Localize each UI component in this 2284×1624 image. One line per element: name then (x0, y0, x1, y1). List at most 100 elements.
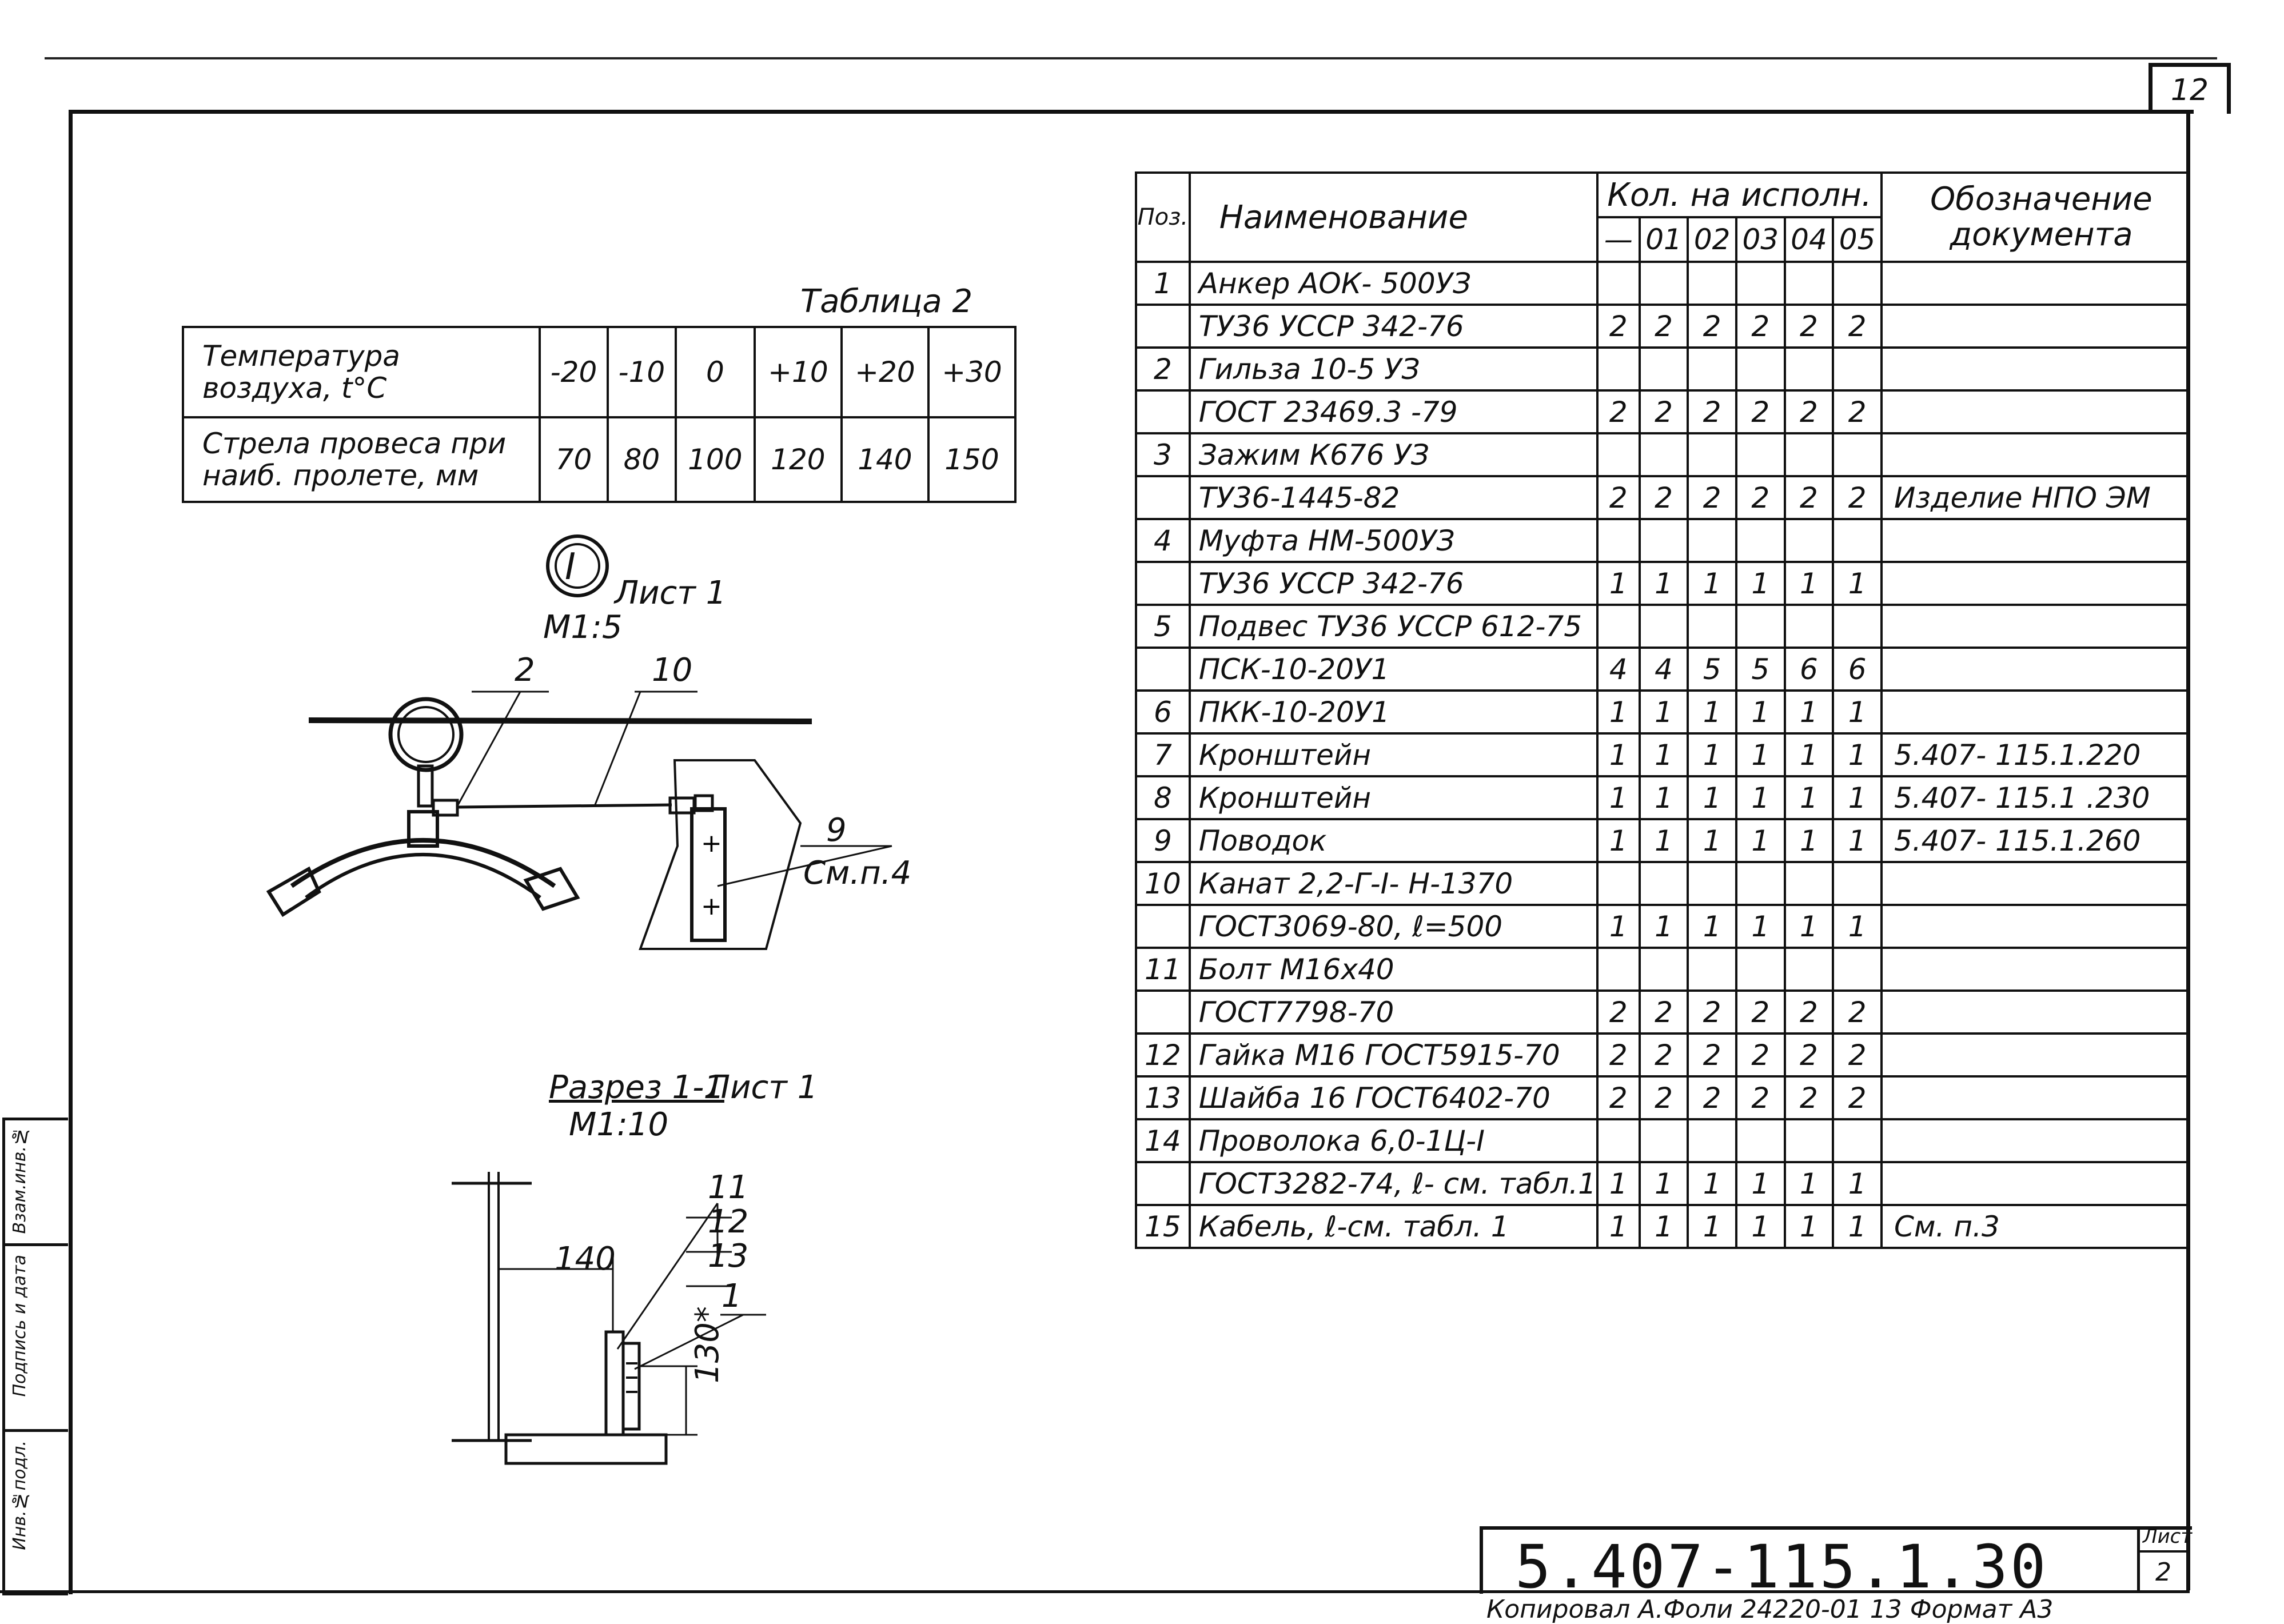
title-block-sheet-divider (2137, 1550, 2189, 1553)
spec-cell-qty (1687, 947, 1737, 992)
spec-cell-pos: 13 (1135, 1075, 1191, 1120)
spec-cell-qty (1832, 604, 1883, 649)
spec-cell-doc (1880, 304, 2189, 349)
callout-9: 9 (826, 812, 847, 849)
spec-cell-qty (1687, 261, 1737, 306)
spec-cell-qty: 1 (1638, 689, 1689, 735)
detail-ref-label: I (565, 546, 576, 588)
spec-cell-qty (1832, 261, 1883, 306)
table2: Температура воздуха, t°C -20 -10 0 +10 +… (182, 326, 1017, 503)
spec-cell-qty: 2 (1783, 475, 1835, 520)
spec-cell-qty: 4 (1638, 647, 1689, 692)
spec-cell-qty (1832, 861, 1883, 906)
spec-cell-qty: 1 (1596, 904, 1641, 949)
spec-cell-qty: 2 (1687, 989, 1737, 1035)
spec-cell-name: Кабель, ℓ-см. табл. 1 (1188, 1204, 1599, 1249)
spec-cell-qty: 1 (1735, 689, 1786, 735)
spec-cell-qty: 1 (1783, 1204, 1835, 1249)
spec-cell-qty: 5 (1735, 647, 1786, 692)
dim-130-label: 130* (689, 1306, 726, 1383)
spec-cell-qty: 2 (1735, 304, 1786, 349)
detail-ref-outer-circle (546, 534, 609, 597)
table2-cell: 100 (674, 416, 756, 503)
spec-cell-qty: 1 (1687, 818, 1737, 863)
spec-cell-qty: 1 (1832, 732, 1883, 777)
arched-cable-outer (290, 838, 556, 888)
hanger-clamp (407, 810, 439, 848)
spec-cell-qty (1596, 604, 1641, 649)
spec-cell-qty: 2 (1596, 989, 1641, 1035)
spec-cell-qty: 1 (1596, 561, 1641, 606)
spec-cell-name: Зажим К676 УЗ (1188, 432, 1599, 477)
spec-cell-qty: 2 (1783, 304, 1835, 349)
spec-cell-pos (1135, 475, 1191, 520)
spec-cell-qty (1832, 518, 1883, 563)
spec-cell-qty (1832, 346, 1883, 392)
spec-cell-qty: 2 (1832, 475, 1883, 520)
leader-2 (456, 691, 521, 807)
spec-cell-qty (1638, 261, 1689, 306)
spec-cell-qty (1735, 432, 1786, 477)
table2-row2-label-line1: Стрела провеса при (202, 427, 507, 460)
spec-cell-doc (1880, 689, 2189, 735)
spec-cell-qty (1638, 346, 1689, 392)
spec-cell-qty: 1 (1638, 775, 1689, 820)
spec-header-doc-line2: документа (1950, 216, 2133, 253)
section-title: Разрез 1-1 (549, 1069, 724, 1106)
spec-cell-name: ТУ36 УССР 342-76 (1188, 304, 1599, 349)
leader-11 (616, 1203, 719, 1350)
spec-cell-name: ТУ36 УССР 342-76 (1188, 561, 1599, 606)
spec-cell-name: Болт М16х40 (1188, 947, 1599, 992)
spec-cell-name: Подвес ТУ36 УССР 612-75 (1188, 604, 1599, 649)
spec-cell-doc (1880, 1118, 2189, 1163)
table2-row-sag: Стрела провеса при наиб. пролете, мм 70 … (182, 416, 1017, 503)
spec-cell-qty: 1 (1596, 818, 1641, 863)
spec-cell-doc (1880, 947, 2189, 992)
spec-cell-pos: 7 (1135, 732, 1191, 777)
rope-cable (457, 803, 672, 809)
spec-cell-qty: 1 (1783, 818, 1835, 863)
callout-2: 2 (515, 652, 535, 689)
spec-cell-pos (1135, 989, 1191, 1035)
table2-row2-label-line2: наиб. пролете, мм (202, 459, 479, 492)
spec-cell-qty: 5 (1687, 647, 1737, 692)
leader-10 (593, 691, 641, 807)
spec-header-qty-col: 02 (1687, 216, 1737, 263)
detail-1-drawing: + + (266, 534, 892, 950)
spec-cell-qty (1783, 947, 1835, 992)
spec-cell-name: ПСК-10-20У1 (1188, 647, 1599, 692)
spec-cell-qty: 2 (1596, 1032, 1641, 1078)
spec-cell-qty (1596, 1118, 1641, 1163)
spec-cell-qty: 1 (1832, 775, 1883, 820)
spec-cell-qty: 6 (1783, 647, 1835, 692)
spec-cell-qty: 1 (1783, 689, 1835, 735)
spec-cell-qty (1596, 518, 1641, 563)
detail-sheet-ref: Лист 1 (615, 574, 727, 612)
base-plate (504, 1433, 668, 1465)
spec-cell-name: Канат 2,2-Г-I- Н-1370 (1188, 861, 1599, 906)
spec-cell-qty (1783, 261, 1835, 306)
spec-cell-doc (1880, 346, 2189, 392)
spec-header-qty-col: 05 (1832, 216, 1883, 263)
spec-cell-pos: 10 (1135, 861, 1191, 906)
spec-header-qty-group: Кол. на исполн. (1596, 171, 1883, 218)
spec-cell-doc (1880, 904, 2189, 949)
spec-cell-qty: 1 (1638, 1161, 1689, 1206)
spec-cell-doc: Изделие НПО ЭМ (1880, 475, 2189, 520)
spec-cell-qty: 1 (1783, 561, 1835, 606)
title-block-sheet-cell (2137, 1526, 2191, 1590)
spec-cell-qty (1735, 861, 1786, 906)
stamp-signature-date: Подпись и дата (10, 1255, 30, 1397)
detail-note: См.п.4 (803, 855, 912, 892)
callout-13: 13 (708, 1238, 749, 1275)
spec-cell-qty (1832, 947, 1883, 992)
spec-header-qty-col: 01 (1638, 216, 1689, 263)
spec-cell-qty: 1 (1735, 732, 1786, 777)
